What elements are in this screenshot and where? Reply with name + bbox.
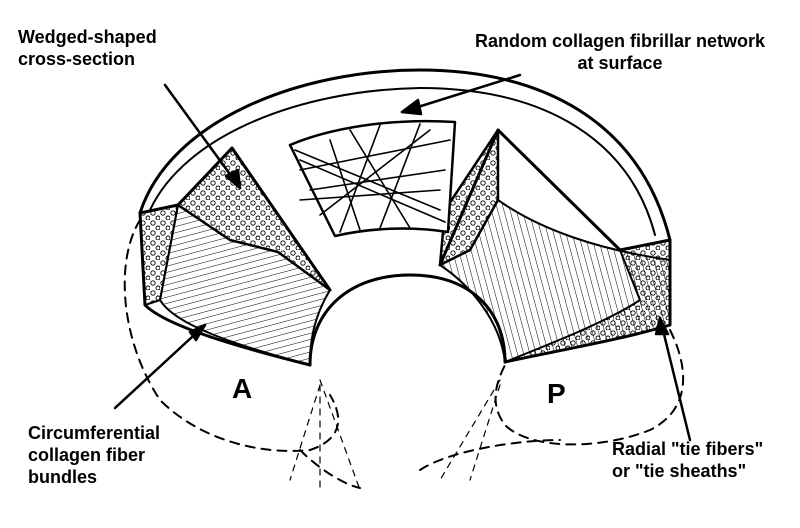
arrow-circumferential <box>113 323 207 410</box>
posterior-letter: P <box>547 378 566 409</box>
label-radial-tie-fibers: Radial "tie fibers" or "tie sheaths" <box>612 439 764 481</box>
outer-rim <box>138 68 672 242</box>
label-random-network: Random collagen fibrillar network at sur… <box>474 31 766 73</box>
arrow-radial <box>658 316 692 442</box>
random-network-fibers <box>294 123 451 233</box>
leader-arrows <box>113 73 692 442</box>
faint-fan-lines <box>289 379 501 491</box>
dashed-plateau-outlines <box>123 219 685 489</box>
outer-rim-inner <box>149 87 656 236</box>
left-dotted-band <box>139 204 179 306</box>
arrow-wedge <box>163 83 242 190</box>
anterior-letter: A <box>232 373 253 404</box>
label-wedge-cross-section: Wedged-shaped cross-section <box>18 27 157 69</box>
right-dotted-band <box>504 239 671 363</box>
random-network-patch <box>288 119 457 238</box>
label-circumferential-bundles: Circumferential collagen fiber bundles <box>28 423 161 487</box>
arrow-random <box>400 73 522 114</box>
